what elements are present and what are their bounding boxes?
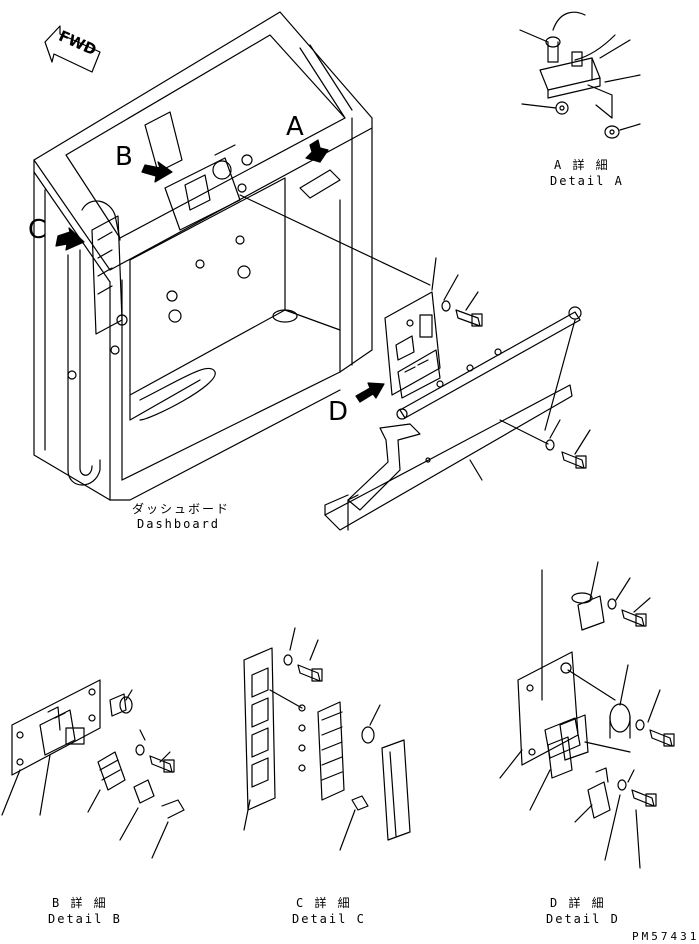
callout-d: D	[328, 397, 349, 427]
detail-b-jp: B 詳 細	[52, 896, 108, 910]
drawing-code: PM57431	[632, 930, 699, 943]
arrow-d-icon	[355, 382, 385, 403]
callout-b: B	[115, 142, 133, 172]
fwd-arrow-icon	[44, 25, 101, 73]
arrow-c-icon	[55, 227, 85, 251]
dashboard-assembly	[33, 11, 431, 501]
detail-b-en: Detail B	[48, 912, 122, 926]
detail-d-drawing	[499, 561, 675, 869]
panel-d-assembly	[324, 257, 591, 531]
detail-c-jp: C 詳 細	[296, 896, 352, 910]
dashboard-label-en: Dashboard	[137, 517, 221, 531]
arrow-b-icon	[141, 161, 173, 183]
detail-a-drawing	[519, 11, 641, 139]
detail-c-en: Detail C	[292, 912, 366, 926]
detail-a-jp: A 詳 細	[554, 158, 610, 172]
detail-a-en: Detail A	[550, 174, 624, 188]
callout-a: A	[286, 112, 304, 142]
callout-c: C	[28, 215, 47, 245]
detail-d-jp: D 詳 細	[550, 896, 606, 910]
arrow-a-icon	[305, 139, 329, 163]
dashboard-label-jp: ダッシュボード	[132, 502, 231, 516]
detail-c-drawing	[243, 627, 411, 851]
detail-b-drawing	[1, 679, 185, 859]
detail-d-en: Detail D	[546, 912, 620, 926]
